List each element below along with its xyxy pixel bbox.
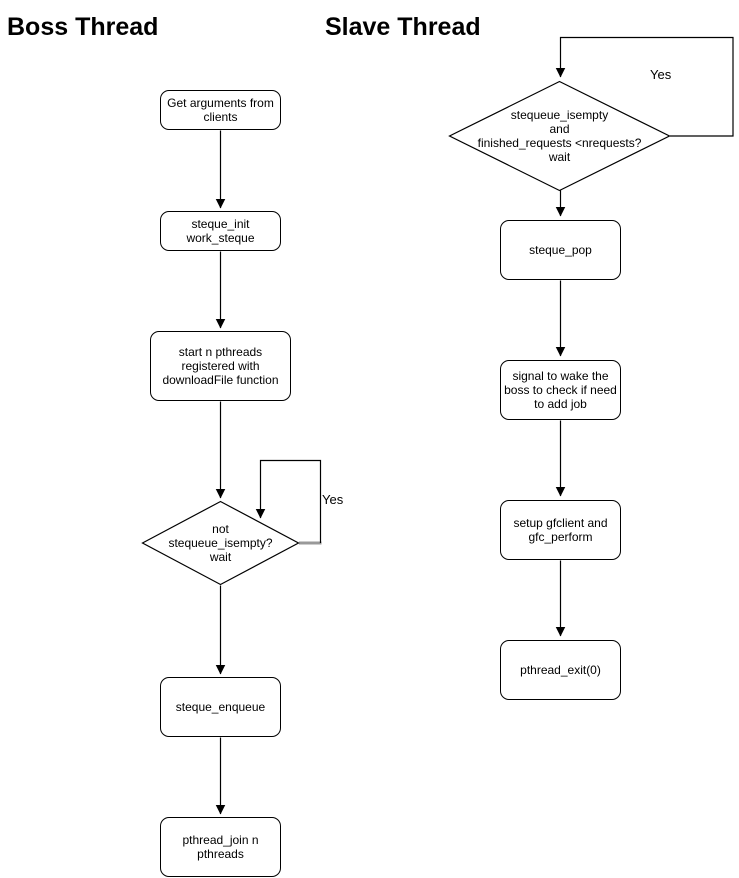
node-start-pthreads: start n pthreads registered with downloa… <box>150 331 291 401</box>
decision-stequeue-isempty: stequeue_isempty and finished_requests <… <box>448 80 671 192</box>
slave-thread-title: Slave Thread <box>325 13 481 41</box>
node-get-arguments: Get arguments from clients <box>160 90 281 130</box>
edge-label-yes-slave: Yes <box>650 67 672 82</box>
diamond-shape <box>448 80 671 192</box>
node-pthread-exit: pthread_exit(0) <box>500 640 621 700</box>
edge-slave-yes-loop <box>555 36 734 137</box>
decision-label: not stequeue_isempty? wait <box>168 522 273 564</box>
node-steque-enqueue: steque_enqueue <box>160 677 281 737</box>
edge-label-yes-boss: Yes <box>322 492 344 507</box>
node-signal-boss: signal to wake the boss to check if need… <box>500 360 621 420</box>
node-setup-gfclient: setup gfclient and gfc_perform <box>500 500 621 560</box>
decision-label: stequeue_isempty and finished_requests <… <box>477 108 642 164</box>
decision-not-stequeue-isempty: not stequeue_isempty? wait <box>141 500 300 586</box>
node-steque-init: steque_init work_steque <box>160 211 281 251</box>
diamond-shape <box>141 500 300 586</box>
boss-thread-title: Boss Thread <box>7 13 159 41</box>
node-pthread-join: pthread_join n pthreads <box>160 817 281 877</box>
node-steque-pop: steque_pop <box>500 220 621 280</box>
edge-boss-yes-loop <box>255 459 322 543</box>
